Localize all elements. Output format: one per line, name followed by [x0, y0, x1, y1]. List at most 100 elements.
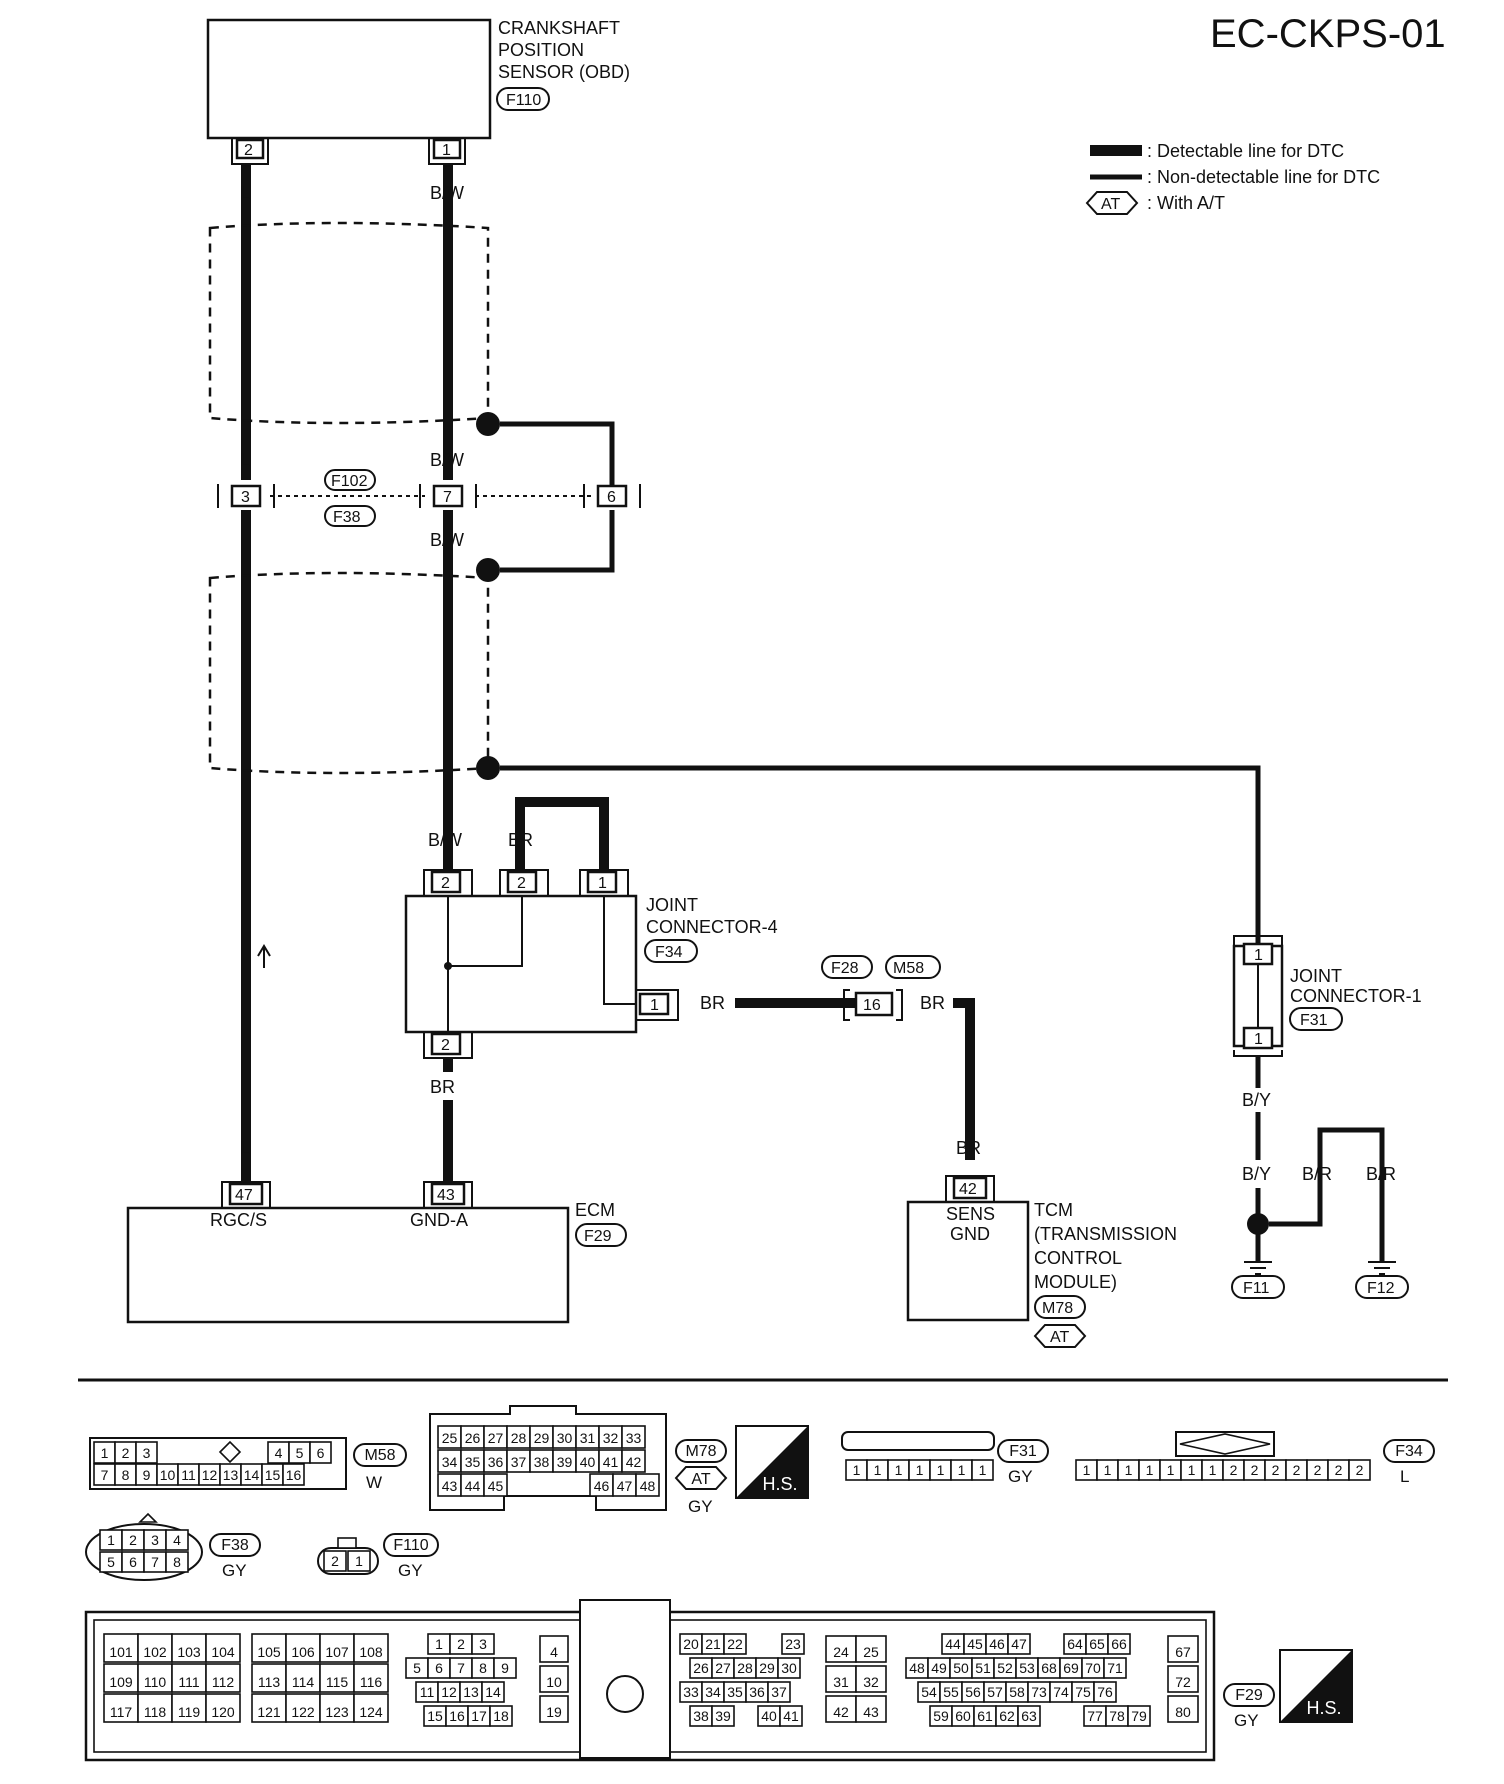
- f29-g5-pin: 37: [771, 1684, 787, 1700]
- f110-color: GY: [398, 1561, 423, 1580]
- m78-pin: 45: [488, 1478, 504, 1494]
- m58-pin: 13: [223, 1467, 239, 1483]
- f29-g7-pin: 68: [1041, 1660, 1057, 1676]
- m78-pin: 26: [465, 1430, 481, 1446]
- jc4-pin-2a: 2: [441, 875, 450, 892]
- f29-g3-pin: 1: [435, 1636, 443, 1652]
- f102-code: F102: [331, 473, 368, 490]
- joint-connector-4: B/W BR 2 2 1 1 2 JOINT CONNECTOR-4 F34: [404, 797, 778, 1059]
- tcm-at-hex-icon: [1033, 1324, 1087, 1348]
- wire-label-br-1: BR: [700, 993, 725, 1013]
- f38-key-icon: [138, 1512, 158, 1523]
- f29-g2-pin: 124: [359, 1704, 383, 1720]
- f29-g2-pin: 123: [325, 1704, 349, 1720]
- f29-g3-pin: 9: [501, 1660, 509, 1676]
- f29-g1-cell: [137, 1663, 173, 1693]
- f34-pin: 1: [1104, 1462, 1112, 1478]
- m78-pin: 36: [488, 1454, 504, 1470]
- f29-g8-cell: [1167, 1635, 1199, 1663]
- f31-color: GY: [1008, 1467, 1033, 1486]
- m78-pin: 43: [442, 1478, 458, 1494]
- f102-pin-3: 3: [241, 489, 250, 506]
- f29-g5-pin: 40: [761, 1708, 777, 1724]
- f29-g5-cell: [711, 1705, 735, 1727]
- m58-pin: 2: [122, 1445, 130, 1461]
- sensor-pin-2: 2: [244, 142, 253, 159]
- f29-g7-pin: 61: [977, 1708, 993, 1724]
- f29-g6-pin: 43: [863, 1704, 879, 1720]
- m58-pin: 7: [101, 1467, 109, 1483]
- f29-g3-cell: [471, 1633, 495, 1655]
- f29-g1-pin: 119: [178, 1704, 201, 1720]
- jc1-pin-bottom: 1: [1254, 1031, 1263, 1048]
- f102-pin-7: 7: [443, 489, 452, 506]
- f29-g2-cell: [353, 1663, 389, 1693]
- f31-cell: [971, 1459, 994, 1481]
- f29-g1-pin: 111: [178, 1674, 199, 1690]
- f34-pin: 1: [1083, 1462, 1091, 1478]
- ecm-code: F29: [584, 1228, 612, 1245]
- f29-g5-pin: 30: [781, 1660, 797, 1676]
- jc4-label-2: CONNECTOR-4: [646, 917, 778, 937]
- tcm-label-3: CONTROL: [1034, 1248, 1122, 1268]
- m78-pin: 29: [534, 1430, 550, 1446]
- m78-at-code: AT: [691, 1471, 710, 1488]
- f29-g2-pin: 115: [326, 1674, 349, 1690]
- f29-g3-pin: 12: [441, 1684, 457, 1700]
- f29-g1-cell: [137, 1633, 173, 1663]
- f29-g1-pin: 109: [109, 1674, 133, 1690]
- m78-cell: [621, 1449, 646, 1473]
- wire-label-br-r-1: B/R: [1302, 1164, 1332, 1184]
- m78-pin: 30: [557, 1430, 573, 1446]
- arrow-icon: [257, 944, 271, 968]
- f29-g6-pin: 25: [863, 1644, 879, 1660]
- f29-g1-pin: 101: [109, 1644, 133, 1660]
- wire-br-to-tcm: [953, 998, 975, 1160]
- f38-pin: 7: [151, 1554, 159, 1570]
- jc4-pin-2b: 2: [517, 875, 526, 892]
- wire-label-by-1: B/Y: [1242, 1090, 1271, 1110]
- diagram-id: EC-CKPS-01: [1210, 12, 1446, 56]
- m78-pin: 33: [626, 1430, 642, 1446]
- f28-code: F28: [831, 960, 859, 977]
- m58-pin: 10: [160, 1467, 176, 1483]
- ecm-label: ECM: [575, 1200, 615, 1220]
- f29-g7-pin: 64: [1067, 1636, 1083, 1652]
- m78-pin: 34: [442, 1454, 458, 1470]
- f29-g1-cell: [103, 1633, 139, 1663]
- f29-g5-pin: 23: [785, 1636, 801, 1652]
- m58-pin: 16: [286, 1467, 302, 1483]
- f29-g5-cell: [779, 1705, 803, 1727]
- f29-g3-cell: [481, 1681, 505, 1703]
- f29-g1-pin: 120: [211, 1704, 235, 1720]
- m78-pin: 38: [534, 1454, 550, 1470]
- f29-g3-pin: 13: [463, 1684, 479, 1700]
- tcm-at-code: AT: [1050, 1329, 1069, 1346]
- m58-color: W: [366, 1473, 382, 1492]
- f31-pin: 1: [916, 1462, 924, 1478]
- f29-g7-pin: 44: [945, 1636, 961, 1652]
- m78-pin: 39: [557, 1454, 573, 1470]
- f29-g3-pin: 8: [479, 1660, 487, 1676]
- m78-pin: 46: [594, 1478, 610, 1494]
- f34-pill: [1383, 1439, 1435, 1463]
- m78-at-hex-icon: [674, 1466, 728, 1490]
- tcm-code: M78: [1042, 1300, 1073, 1317]
- sensor-label-2: POSITION: [498, 40, 584, 60]
- f29-g3-pin: 5: [413, 1660, 421, 1676]
- f29-g5-pin: 28: [737, 1660, 753, 1676]
- f29-g5-pin: 27: [715, 1660, 731, 1676]
- f29-g7-pin: 54: [921, 1684, 937, 1700]
- f31-pin: 1: [979, 1462, 987, 1478]
- f29-g6-pin: 24: [833, 1644, 849, 1660]
- wire-label-by-2: B/Y: [1242, 1164, 1271, 1184]
- f38-code: F38: [221, 1537, 249, 1554]
- f29-g8-pin: 80: [1175, 1704, 1191, 1720]
- m78-pin: 48: [640, 1478, 656, 1494]
- f29-g7-pin: 47: [1011, 1636, 1027, 1652]
- f29-g7-pin: 69: [1063, 1660, 1079, 1676]
- m58-pin: 12: [202, 1467, 218, 1483]
- f110-code: F110: [393, 1537, 428, 1554]
- f29-g4-pin: 19: [546, 1704, 562, 1720]
- f29-g1-pin: 110: [144, 1674, 167, 1690]
